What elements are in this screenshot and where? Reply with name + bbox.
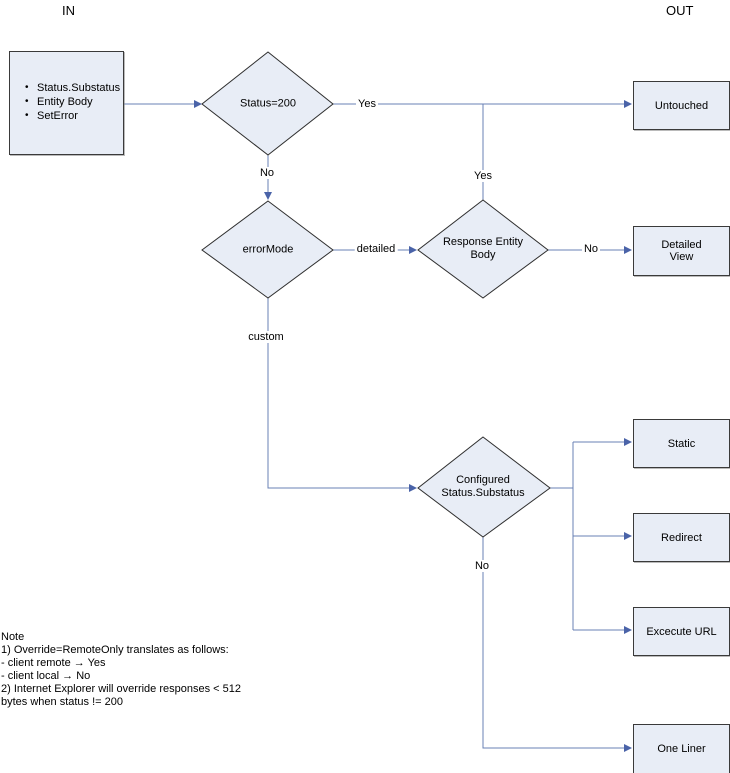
- arrowhead-executeurl: [624, 626, 632, 634]
- arrowhead-status200: [194, 100, 202, 108]
- note-line: Note: [1, 631, 25, 643]
- list-item: • SetError: [10, 109, 123, 123]
- edge-label-no-configured: No: [472, 560, 492, 572]
- edge-label-custom: custom: [246, 331, 286, 343]
- status-200-diamond: [201, 51, 334, 156]
- edge-label-no-status200: No: [257, 167, 277, 179]
- edge-label-detailed: detailed: [354, 243, 398, 255]
- in-lane-label: IN: [62, 3, 75, 18]
- arrowhead-reb: [409, 246, 417, 254]
- edge-label-yes-status200: Yes: [356, 98, 378, 110]
- note-line: - client remote → Yes: [1, 657, 106, 669]
- one-liner-label: One Liner: [657, 743, 706, 755]
- arrowhead-detailedview: [624, 246, 632, 254]
- note-line: 2) Internet Explorer will override respo…: [1, 683, 241, 695]
- one-liner-box: One Liner: [633, 724, 730, 773]
- detailed-view-label: Detailed View: [661, 239, 702, 263]
- configured-status-diamond: [417, 436, 551, 538]
- arrowhead-redirect: [624, 532, 632, 540]
- errormode-diamond: [201, 200, 334, 299]
- response-entity-body-diamond: [417, 199, 549, 299]
- out-lane-label: OUT: [666, 3, 694, 18]
- detailed-view-box: Detailed View: [633, 226, 730, 276]
- bullet-icon: •: [25, 96, 29, 107]
- static-box: Static: [633, 419, 730, 468]
- execute-url-box: Excecute URL: [633, 607, 730, 656]
- redirect-label: Redirect: [661, 531, 702, 544]
- edge-label-no-reb: No: [581, 243, 601, 255]
- untouched-label: Untouched: [654, 99, 709, 112]
- input-item-status-substatus: Status.Substatus: [37, 82, 121, 94]
- status-200-label: Status=200: [240, 97, 296, 110]
- arrowhead-oneliner: [624, 744, 632, 752]
- redirect-box: Redirect: [633, 513, 730, 562]
- input-box: • Status.Substatus • Entity Body • SetEr…: [9, 51, 124, 155]
- note-line: 1) Override=RemoteOnly translates as fol…: [1, 644, 229, 656]
- edge-label-yes-reb: Yes: [472, 170, 494, 182]
- static-label: Static: [667, 437, 696, 450]
- arrowhead-errormode: [264, 192, 272, 200]
- input-list: • Status.Substatus • Entity Body • SetEr…: [10, 81, 123, 123]
- input-item-seterror: SetError: [37, 110, 78, 122]
- list-item: • Entity Body: [10, 95, 123, 109]
- bullet-icon: •: [25, 82, 29, 93]
- input-item-entity-body: Entity Body: [37, 96, 93, 108]
- note-line: - client local → No: [1, 670, 91, 682]
- list-item: • Status.Substatus: [10, 81, 123, 95]
- execute-url-label: Excecute URL: [646, 625, 717, 638]
- note-block: Note 1) Override=RemoteOnly translates a…: [1, 631, 241, 709]
- edge-errormode-custom-to-configured: [267, 298, 410, 489]
- arrowhead-untouched: [624, 100, 632, 108]
- edge-configured-no-to-oneliner: [482, 537, 625, 749]
- arrowhead-static: [624, 438, 632, 446]
- errormode-label: errorMode: [242, 243, 294, 256]
- note-line: bytes when status != 200: [1, 696, 123, 708]
- response-entity-body-label: Response Entity Body: [442, 236, 524, 261]
- configured-status-label: Configured Status.Substatus: [441, 474, 525, 499]
- arrowhead-configured: [409, 484, 417, 492]
- bullet-icon: •: [25, 110, 29, 121]
- untouched-box: Untouched: [633, 81, 730, 130]
